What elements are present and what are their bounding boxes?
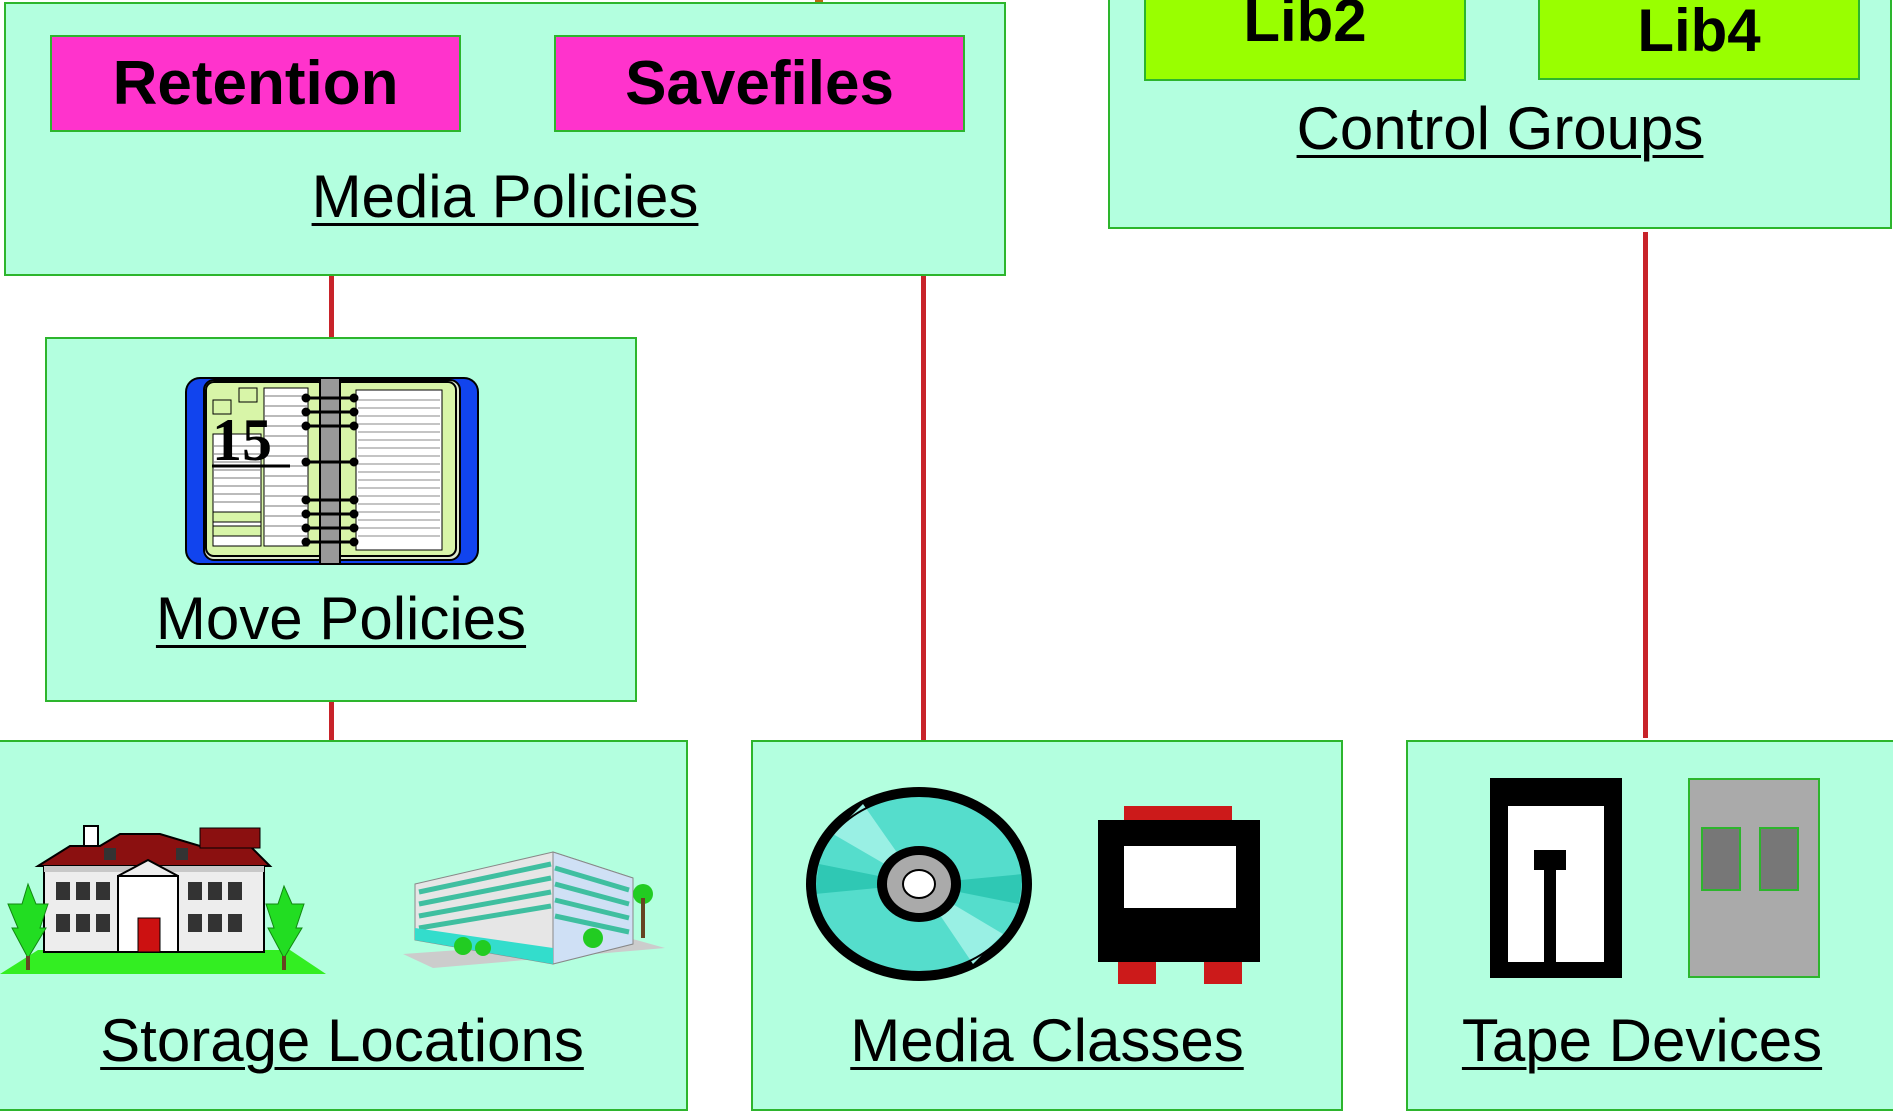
optical-disc-icon [803,784,1035,984]
tape-devices-box: Tape Devices [1406,740,1893,1111]
lib4-item[interactable]: Lib4 [1538,0,1860,80]
lib2-item[interactable]: Lib2 [1144,0,1466,81]
savefiles-item[interactable]: Savefiles [554,35,965,132]
media-classes-title[interactable]: Media Classes [850,1007,1244,1074]
connector-media-to-move [329,276,334,340]
storage-locations-box: Storage Locations [0,740,688,1111]
tape-drive-slots-icon [1688,778,1820,978]
media-policies-box: Retention Savefiles Media Policies [4,2,1006,276]
calendar-day-number: 15 [212,407,272,473]
connector-media-to-classes [921,276,926,742]
savefiles-label: Savefiles [625,49,894,118]
move-policies-box: 15 [45,337,637,702]
retention-item[interactable]: Retention [50,35,461,132]
storage-locations-title[interactable]: Storage Locations [100,1007,584,1074]
lib4-label: Lib4 [1637,0,1761,64]
control-groups-title[interactable]: Control Groups [1296,95,1704,162]
control-groups-box: Lib2 Lib4 Control Groups [1108,0,1892,229]
move-policies-title[interactable]: Move Policies [155,585,527,652]
calendar-planner-icon: 15 [184,376,480,566]
media-policies-title[interactable]: Media Policies [311,163,699,230]
tape-devices-title[interactable]: Tape Devices [1461,1007,1823,1074]
tape-drive-icon [1490,778,1622,978]
mansion-icon [0,818,330,978]
lib2-label: Lib2 [1243,0,1367,54]
office-building-icon [403,848,665,968]
connector-top-stub [815,0,823,3]
connector-move-to-storage [329,700,334,742]
media-classes-box: Media Classes [751,740,1343,1111]
tape-cartridge-icon [1098,806,1260,984]
connector-control-to-devices [1643,232,1648,738]
retention-label: Retention [112,49,399,118]
